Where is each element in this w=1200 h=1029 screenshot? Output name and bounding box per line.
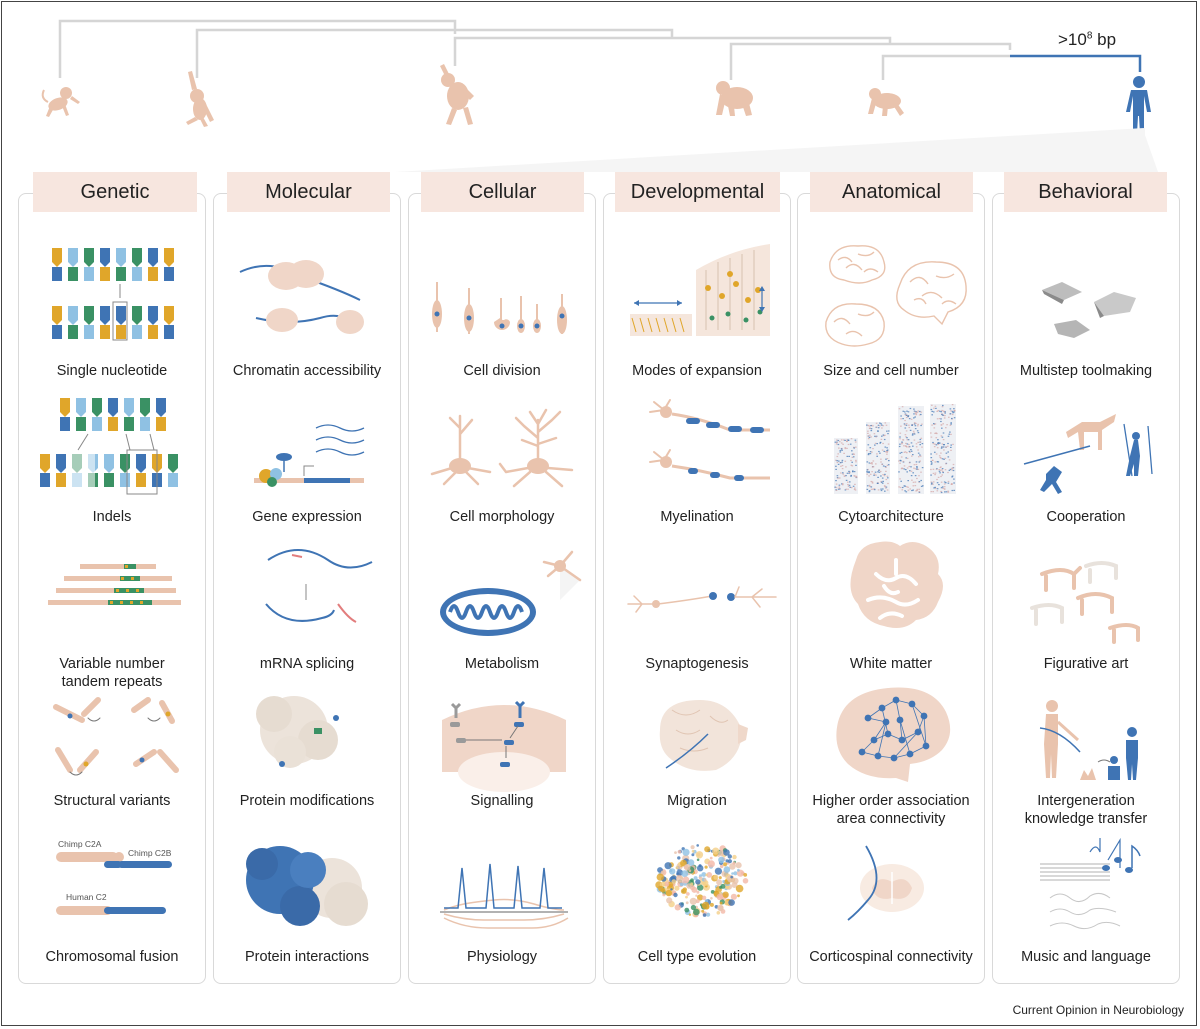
mrna-splicing-illustration [265, 549, 373, 623]
cell-division-illustration [432, 282, 567, 334]
item-label: Gene expression [252, 509, 362, 525]
item-label: Cytoarchitecture [838, 509, 944, 525]
header-genetic: Genetic [33, 172, 197, 212]
synaptogenesis-illustration [627, 586, 777, 613]
single-nucleotide-illustration [52, 248, 174, 341]
chromosomal-fusion-illustration: Chimp C2A Chimp C2B Human C2 [56, 839, 172, 915]
item-label: Size and cell number [823, 363, 959, 379]
phylogeny-tree [41, 19, 1158, 172]
chimp-c2b-label: Chimp C2B [128, 848, 172, 858]
item-label: Protein interactions [244, 949, 370, 965]
human-branch [1010, 54, 1142, 72]
monkey-icon [41, 87, 80, 117]
human-c2-label: Human C2 [66, 892, 107, 902]
item-label: Corticospinal connectivity [809, 949, 973, 965]
protein-modifications-illustration [256, 696, 339, 768]
chimpanzee-icon [868, 88, 904, 116]
item-label: Cooperation [1046, 509, 1126, 525]
item-label: Chromosomal fusion [45, 949, 179, 965]
music-language-illustration [1040, 837, 1141, 930]
item-label: Protein modifications [239, 793, 375, 809]
knowledge-transfer-illustration [1039, 700, 1138, 780]
chromatin-illustration [239, 260, 364, 334]
item-label: Metabolism [464, 656, 540, 672]
item-label: Migration [667, 793, 727, 809]
item-label: Indels [92, 509, 132, 525]
item-label: Music and language [1021, 949, 1151, 965]
gene-expression-illustration [254, 424, 365, 487]
tree-branches [58, 19, 1012, 80]
header-anatomical: Anatomical [810, 172, 973, 212]
vntr-illustration [48, 564, 181, 605]
chimp-c2a-label: Chimp C2A [58, 839, 102, 849]
item-label: Modes of expansion [632, 363, 762, 379]
modes-of-expansion-illustration [630, 244, 770, 336]
bp-label: >108 bp [1058, 30, 1117, 49]
protein-interactions-illustration [246, 846, 368, 926]
header-developmental: Developmental [615, 172, 780, 212]
physiology-illustration [440, 863, 569, 929]
indels-illustration [40, 398, 178, 495]
item-label: Multistep toolmaking [1019, 363, 1153, 379]
item-label: mRNA splicing [259, 656, 355, 672]
item-label: Single nucleotide [56, 363, 168, 379]
brain-size-illustration [825, 245, 967, 347]
cooperation-illustration [1023, 414, 1153, 494]
item-label: Structural variants [53, 793, 171, 809]
human-icon [1126, 76, 1151, 134]
header-cellular: Cellular [421, 172, 584, 212]
item-label: Figurative art [1043, 656, 1129, 672]
item-label: Cell morphology [449, 509, 555, 525]
item-label: Synaptogenesis [645, 656, 749, 672]
figurative-art-illustration [1030, 561, 1140, 644]
item-label: Signalling [470, 793, 534, 809]
item-label: Cell type evolution [637, 949, 757, 965]
gorilla-icon [716, 81, 753, 116]
item-label: Physiology [466, 949, 538, 965]
cell-type-evolution-illustration [655, 844, 749, 918]
gibbon-icon [186, 71, 214, 127]
signalling-illustration [442, 700, 566, 792]
cell-morphology-illustration [430, 408, 574, 488]
structural-variants-illustration [53, 697, 179, 776]
cytoarchitecture-illustration [834, 404, 956, 494]
footer-credit: Current Opinion in Neurobiology [1012, 1003, 1184, 1017]
myelination-illustration [649, 399, 770, 481]
migration-illustration [659, 700, 748, 771]
multistep-toolmaking-illustration [1042, 282, 1136, 338]
zoom-wedge [395, 128, 1158, 172]
header-molecular: Molecular [227, 172, 390, 212]
orangutan-icon [440, 64, 474, 125]
item-label: Myelination [660, 509, 734, 525]
white-matter-illustration [850, 541, 943, 628]
header-behavioral: Behavioral [1004, 172, 1167, 212]
metabolism-illustration [440, 550, 582, 636]
corticospinal-illustration [847, 845, 924, 921]
item-label: Chromatin accessibility [232, 363, 382, 379]
item-label: White matter [849, 656, 933, 672]
item-label: Cell division [463, 363, 541, 379]
connectivity-brain-illustration [836, 687, 951, 782]
